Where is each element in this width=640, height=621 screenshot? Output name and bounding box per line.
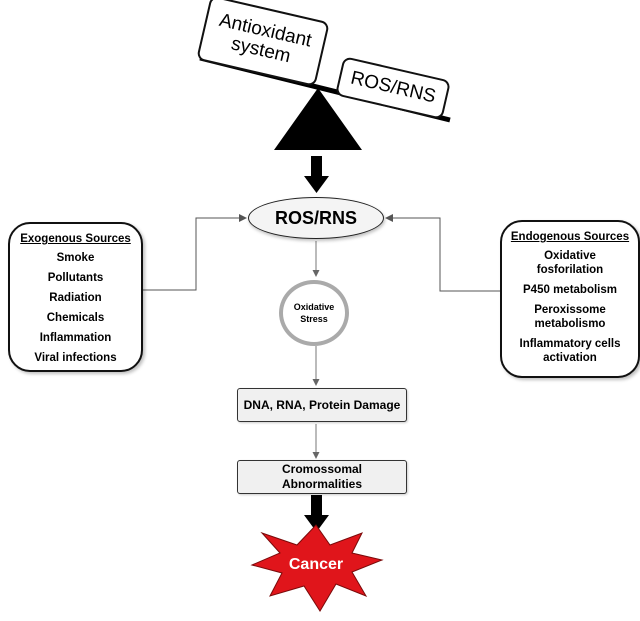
thick-arrow-to-ros <box>304 156 329 193</box>
endogenous-sources-box: Endogenous Sources Oxidative fosforilati… <box>500 220 640 378</box>
exogenous-sources-box: Exogenous Sources Smoke Pollutants Radia… <box>8 222 143 372</box>
exogenous-item: Inflammation <box>39 332 112 344</box>
dna-rna-protein-damage-box: DNA, RNA, Protein Damage <box>237 388 407 422</box>
endogenous-title: Endogenous Sources <box>510 231 630 243</box>
exogenous-item: Radiation <box>49 292 102 304</box>
ros-rns-oval: ROS/RNS <box>248 197 384 239</box>
seesaw-fulcrum <box>274 88 362 150</box>
exogenous-title: Exogenous Sources <box>20 233 131 245</box>
oxidative-stress-ring: Oxidative Stress <box>279 280 349 346</box>
endogenous-connector <box>385 214 500 292</box>
exogenous-item: Smoke <box>56 252 95 264</box>
thick-arrow-to-cancer <box>304 495 329 532</box>
exogenous-item: Chemicals <box>46 312 105 324</box>
exogenous-item: Pollutants <box>47 272 104 284</box>
cromossomal-abnormalities-box: Cromossomal Abnormalities <box>237 460 407 494</box>
cancer-label: Cancer <box>288 556 344 573</box>
endogenous-item: P450 metabolism <box>523 284 617 296</box>
exogenous-connector <box>143 214 247 291</box>
endogenous-item: Oxidative fosforilation <box>536 250 604 276</box>
cancer-starburst <box>250 524 384 612</box>
endogenous-item: Peroxissome metabolismo <box>534 304 606 330</box>
exogenous-item: Viral infections <box>34 352 117 364</box>
endogenous-item: Inflammatory cells activation <box>519 338 621 364</box>
